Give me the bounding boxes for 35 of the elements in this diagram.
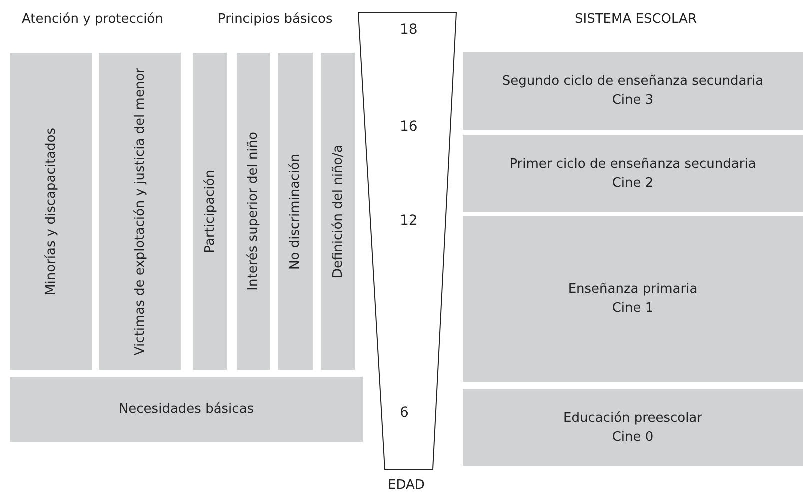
category-bar <box>321 53 355 370</box>
group-heading: Atención y protección <box>22 12 164 27</box>
age-number: 6 <box>400 405 409 421</box>
category-bar <box>10 53 92 370</box>
level-code: Cine 0 <box>611 430 655 444</box>
category-bar <box>193 53 227 370</box>
category-label: Victimas de explotación y justicia del menor <box>132 68 148 356</box>
category-label: Necesidades básicas <box>118 402 254 417</box>
age-number: 16 <box>400 119 418 135</box>
category-label: Definición del niño/a <box>330 144 346 278</box>
group-heading: SISTEMA ESCOLAR <box>575 12 697 27</box>
category-label: Interés superior del niño <box>246 132 261 291</box>
category-box <box>10 377 363 442</box>
group-heading: Principios básicos <box>218 12 333 27</box>
level-name: Educación preescolar <box>563 410 702 426</box>
level-name: Enseñanza primaria <box>568 282 698 297</box>
level-name: Segundo ciclo de enseñanza secundaria <box>502 74 764 89</box>
category-bar <box>99 53 181 370</box>
category-box <box>463 216 803 382</box>
category-label: No discriminación <box>288 154 303 270</box>
category-box <box>463 389 803 466</box>
age-scale-wedge <box>358 12 457 470</box>
category-label: Participación <box>202 170 218 254</box>
level-code: Cine 2 <box>611 176 655 190</box>
category-bar <box>278 53 313 370</box>
level-code: Cine 1 <box>611 301 655 316</box>
category-label: Minorías y discapacitados <box>44 128 58 296</box>
category-box <box>463 52 803 130</box>
axis-caption: EDAD <box>388 478 425 493</box>
level-name: Primer ciclo de enseñanza secundaria <box>510 156 756 172</box>
age-number: 12 <box>400 213 418 229</box>
level-code: Cine 3 <box>611 93 655 108</box>
category-bar <box>237 53 270 370</box>
age-number: 18 <box>400 22 418 38</box>
category-box <box>463 135 803 212</box>
